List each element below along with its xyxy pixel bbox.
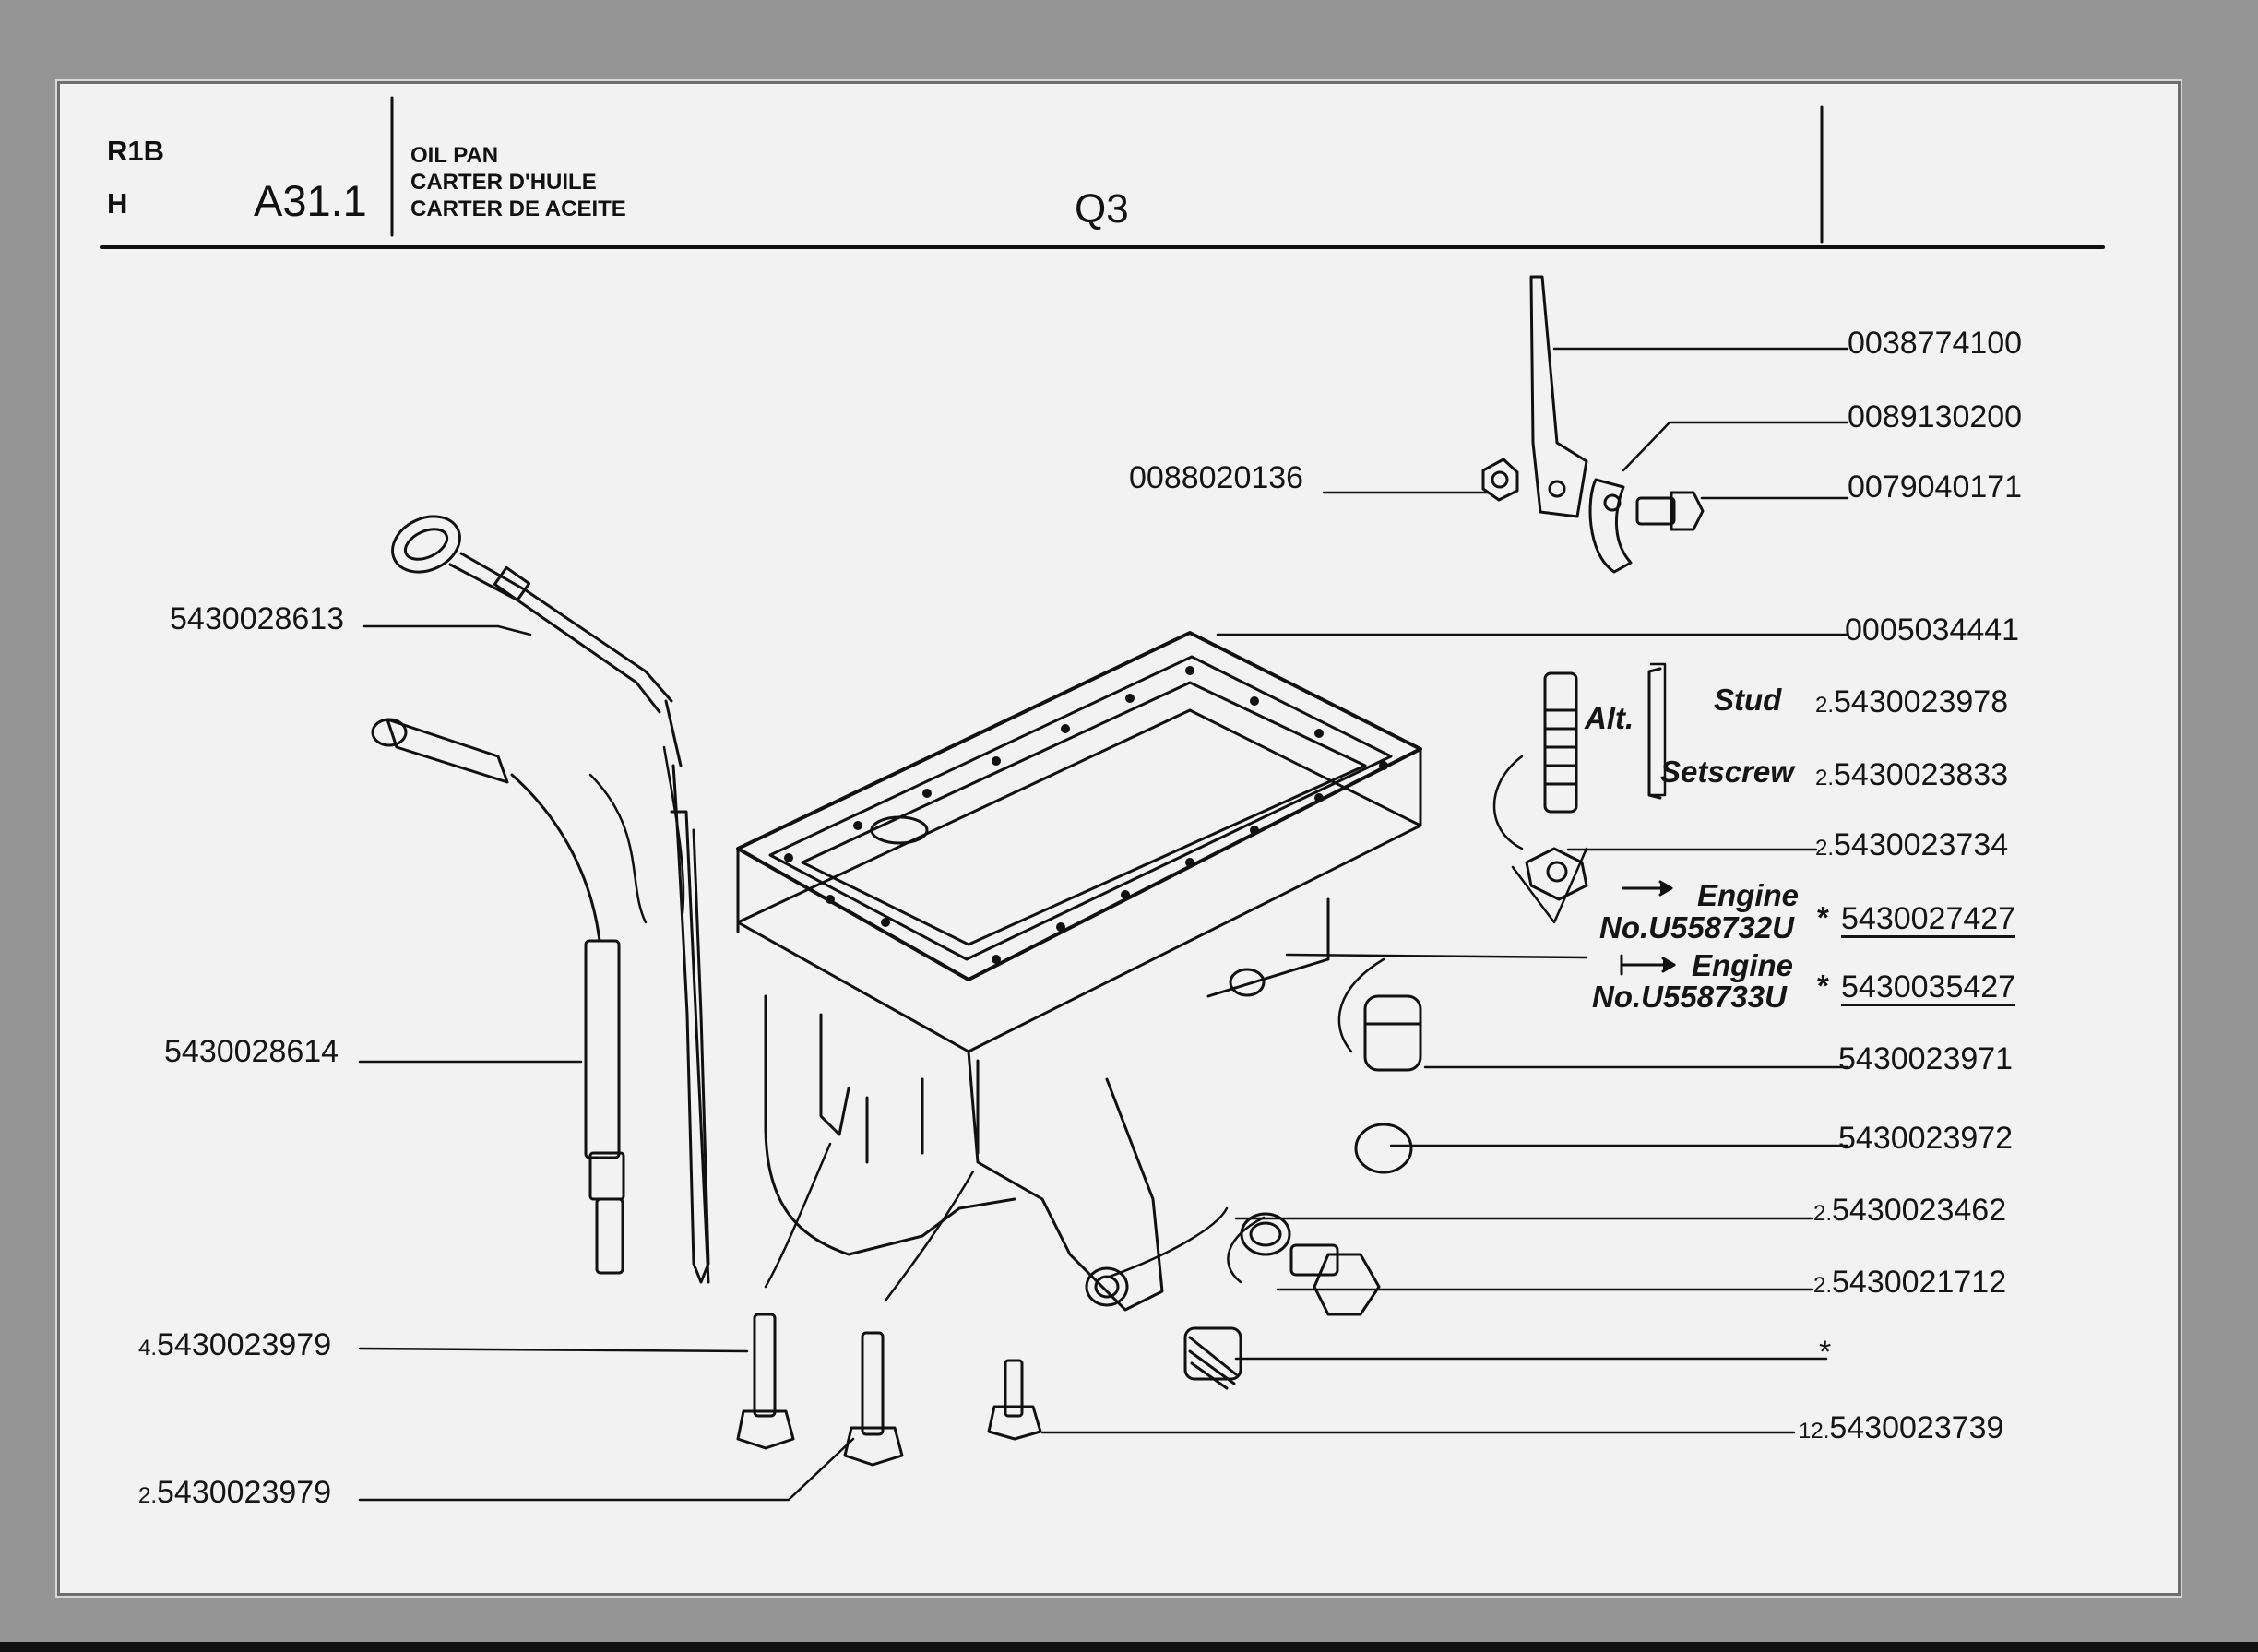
part-label: 12.5430023739	[1799, 1410, 2004, 1445]
bracket-hardware	[1481, 275, 1705, 574]
model-code: R1B	[107, 135, 165, 167]
part-label: 5430023971	[1838, 1041, 2014, 1076]
stud-note: Stud	[1714, 683, 1782, 717]
flange-holes	[784, 666, 1388, 964]
engine-code: H	[107, 187, 128, 220]
part-label: 4.5430023979	[138, 1327, 332, 1362]
part-label: 5430035427	[1841, 969, 2016, 1006]
alt-note: Alt.	[1585, 701, 1634, 735]
part-label: 5430028613	[170, 601, 345, 636]
alt-bracket	[1647, 667, 1662, 800]
asterisk-1: *	[1817, 900, 1829, 934]
engine-number-1: No.U558732U	[1599, 910, 1794, 945]
section-number: A31.1	[254, 176, 367, 225]
part-label: 2.5430023734	[1815, 827, 2009, 862]
part-label: 0089130200	[1848, 399, 2023, 434]
engine-note-2: Engine	[1692, 948, 1794, 982]
title-english: OIL PAN	[410, 143, 499, 168]
leader-lines	[358, 347, 1849, 1502]
engine-note-1: Engine	[1697, 878, 1800, 912]
asterisk-2: *	[1817, 969, 1829, 1003]
page-title: OIL PAN CARTER D'HUILE CARTER DE ACEITE	[410, 142, 626, 222]
part-label: 2.5430023462	[1813, 1193, 2007, 1228]
part-label: 5430027427	[1841, 901, 2016, 938]
title-spanish: CARTER DE ACEITE	[410, 196, 626, 221]
group-code: Q3	[1075, 186, 1129, 232]
title-french: CARTER D'HUILE	[410, 170, 597, 195]
part-label: 2.5430023833	[1815, 757, 2009, 792]
side-hardware	[1183, 671, 1588, 1390]
part-label: 0038774100	[1848, 326, 2023, 361]
part-label: 0079040171	[1848, 469, 2023, 505]
part-label: 0005034441	[1845, 612, 2020, 648]
part-label: 5430028614	[164, 1034, 339, 1069]
scan-edge	[0, 1642, 2258, 1652]
part-label: 5430023972	[1838, 1121, 2014, 1156]
part-label: 2.5430023979	[138, 1475, 332, 1510]
engine-arrows	[1620, 880, 1676, 976]
part-label: 2.5430023978	[1815, 684, 2009, 719]
setscrew-note: Setscrew	[1660, 755, 1794, 789]
bottom-bolts	[736, 1313, 1042, 1467]
engine-number-2: No.U558733U	[1592, 980, 1787, 1014]
part-label: *	[1819, 1335, 1832, 1370]
part-label: 2.5430021712	[1813, 1265, 2007, 1300]
part-label: 0088020136	[1129, 460, 1304, 495]
oil-pan-body	[736, 631, 1422, 1312]
parts-sheet	[55, 79, 2182, 1598]
dipstick-assembly	[371, 515, 710, 1284]
